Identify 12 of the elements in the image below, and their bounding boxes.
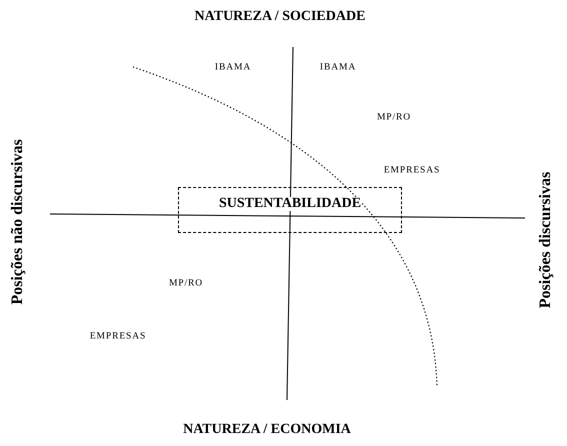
actor-label: IBAMA xyxy=(320,63,356,73)
actor-label: IBAMA xyxy=(214,63,252,73)
dashed-frame xyxy=(178,187,402,233)
actor-label: EMPRESAS xyxy=(90,332,146,342)
axis-label: NATUREZA / SOCIEDADE xyxy=(194,10,366,24)
actor-label: MP/RO xyxy=(376,113,412,123)
axis-label: Posições não discursivas xyxy=(10,139,26,305)
actor-label: EMPRESAS xyxy=(384,166,440,176)
concept-label: SUSTENTABILIDADE xyxy=(218,197,362,211)
axis-label: Posições discursivas xyxy=(538,172,554,308)
actor-label: MP/RO xyxy=(168,279,204,289)
axis-label: NATUREZA / ECONOMIA xyxy=(183,423,351,437)
